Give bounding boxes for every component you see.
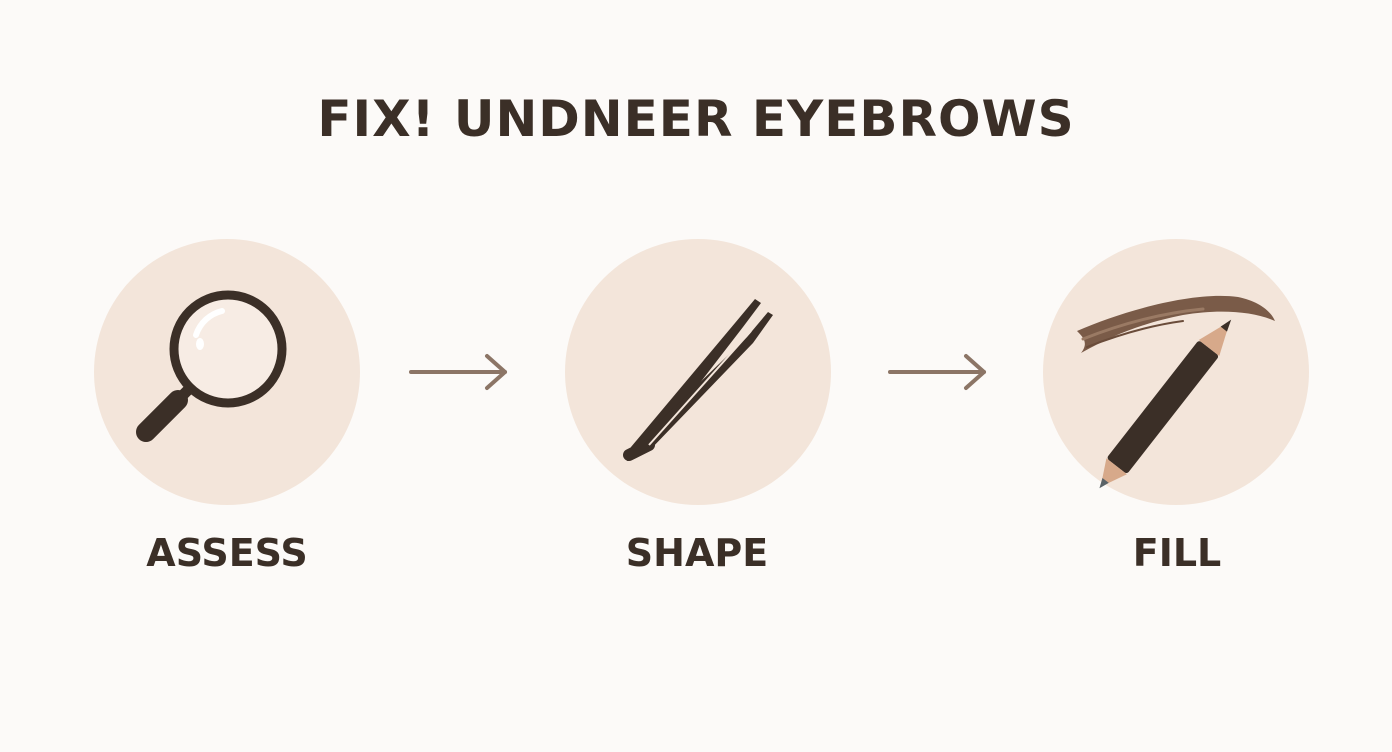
step-fill-label: FILL	[1132, 531, 1222, 575]
brow-pencil-icon	[1077, 295, 1275, 489]
magnifying-glass-icon	[136, 290, 287, 442]
step-assess-circle	[94, 239, 360, 505]
step-shape-label: SHAPE	[625, 531, 769, 575]
page-title: FIX! UNDNEER EYEBROWS	[317, 90, 1075, 148]
arrow-right-icon	[888, 354, 986, 390]
tweezers-icon	[623, 299, 773, 461]
step-fill-circle	[1043, 239, 1309, 505]
arrow-right-icon	[409, 354, 507, 390]
step-shape-circle	[565, 239, 831, 505]
step-assess-label: ASSESS	[146, 531, 308, 575]
